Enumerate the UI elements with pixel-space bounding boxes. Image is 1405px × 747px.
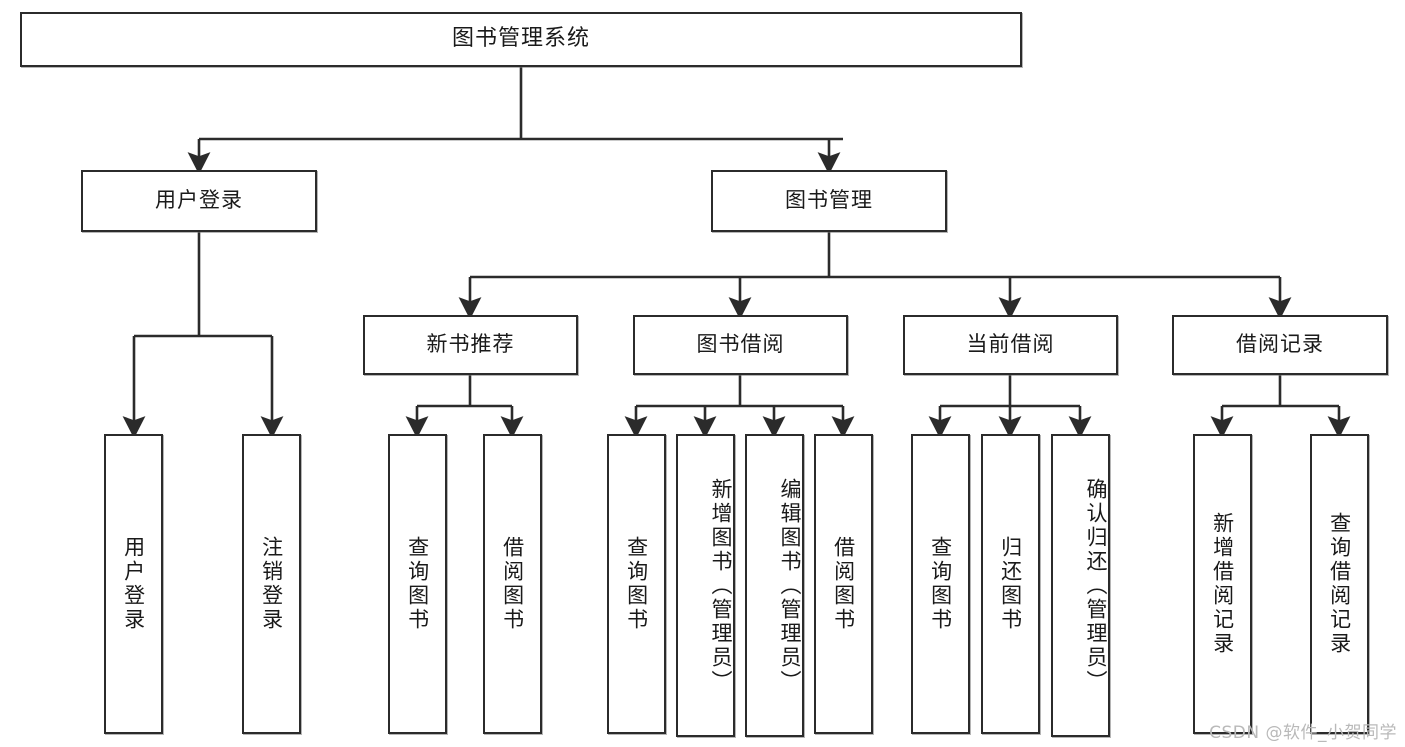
node-label: 确认归还（管理员） <box>1084 477 1108 694</box>
node-label: 新增借阅记录 <box>1210 512 1235 656</box>
node-label: 查询图书 <box>624 536 649 632</box>
node-label: 查询借阅记录 <box>1327 512 1352 656</box>
node-label: 新书推荐 <box>426 332 515 357</box>
csdn-watermark: CSDN @软件_小贺同学 <box>1209 723 1397 743</box>
node-label: 借阅图书 <box>500 536 525 632</box>
node-label: 注销登录 <box>259 536 284 632</box>
node-current-borrowing[interactable]: 当前借阅 <box>903 315 1118 375</box>
leaf-borrow-book-borrowing[interactable]: 借阅图书 <box>814 434 873 734</box>
leaf-query-book-recommendation[interactable]: 查询图书 <box>388 434 447 734</box>
leaf-confirm-return-admin[interactable]: 确认归还（管理员） <box>1051 434 1110 737</box>
leaf-add-book-admin[interactable]: 新增图书（管理员） <box>676 434 735 737</box>
node-label: 归还图书 <box>998 536 1023 632</box>
node-user-login[interactable]: 用户登录 <box>81 170 317 232</box>
node-book-borrowing[interactable]: 图书借阅 <box>633 315 848 375</box>
leaf-query-borrowing-record[interactable]: 查询借阅记录 <box>1310 434 1369 734</box>
node-label: 图书管理 <box>785 188 873 213</box>
node-book-management[interactable]: 图书管理 <box>711 170 947 232</box>
node-borrowing-record[interactable]: 借阅记录 <box>1172 315 1388 375</box>
leaf-query-book-borrowing[interactable]: 查询图书 <box>607 434 666 734</box>
leaf-return-book[interactable]: 归还图书 <box>981 434 1040 734</box>
leaf-query-book-current[interactable]: 查询图书 <box>911 434 970 734</box>
node-label: 图书管理系统 <box>451 26 590 52</box>
leaf-edit-book-admin[interactable]: 编辑图书（管理员） <box>745 434 804 737</box>
node-label: 借阅图书 <box>831 536 856 632</box>
leaf-borrow-book-recommendation[interactable]: 借阅图书 <box>483 434 542 734</box>
node-label: 用户登录 <box>121 536 146 632</box>
node-label: 查询图书 <box>405 536 430 632</box>
node-label: 查询图书 <box>928 536 953 632</box>
node-label: 用户登录 <box>155 188 243 213</box>
node-new-book-recommendation[interactable]: 新书推荐 <box>363 315 578 375</box>
leaf-user-login[interactable]: 用户登录 <box>104 434 163 734</box>
node-label: 当前借阅 <box>966 332 1055 357</box>
node-label: 编辑图书（管理员） <box>778 477 802 694</box>
node-label: 新增图书（管理员） <box>709 477 733 694</box>
node-label: 借阅记录 <box>1236 332 1324 357</box>
leaf-logout-login[interactable]: 注销登录 <box>242 434 301 734</box>
node-root-book-management-system[interactable]: 图书管理系统 <box>20 12 1022 67</box>
leaf-add-borrowing-record[interactable]: 新增借阅记录 <box>1193 434 1252 734</box>
node-label: 图书借阅 <box>696 332 785 357</box>
